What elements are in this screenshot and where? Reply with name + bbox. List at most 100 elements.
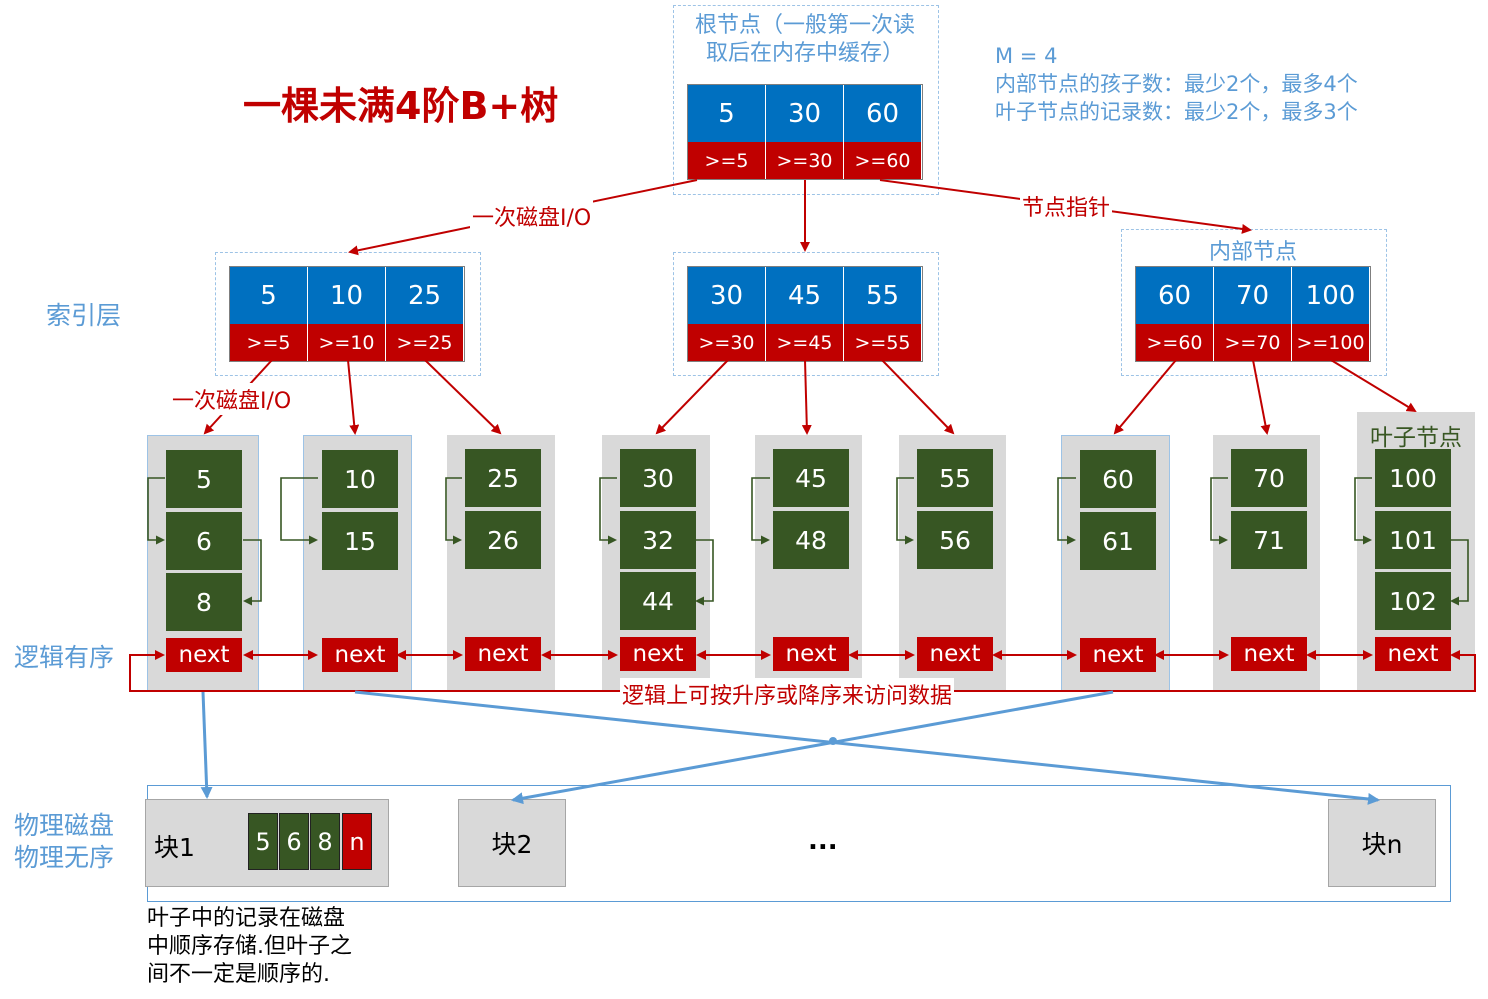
order-value: M = 4 <box>995 44 1058 68</box>
block-label: 块2 <box>491 830 533 859</box>
internal-to-leaf-arrow <box>347 359 360 435</box>
node-pointer-label: 节点指针 <box>1020 190 1113 222</box>
traverse-label: 逻辑上可按升序或降序来访问数据 <box>620 678 955 710</box>
leaf-record: 100 <box>1375 449 1451 507</box>
root-key: 5 <box>688 85 766 142</box>
root-node-caption: 根节点（一般第一次读 取后在内存中缓存） <box>673 12 937 68</box>
internal-key: 30 <box>688 267 766 324</box>
leaf-record: 56 <box>917 511 993 569</box>
tree-parameters: M = 4 内部节点的孩子数：最少2个，最多4个 叶子节点的记录数：最少2个，最… <box>995 42 1358 126</box>
leaf-record: 6 <box>166 512 242 570</box>
internal-to-leaf-arrow <box>801 359 812 435</box>
leaf-record: 101 <box>1375 511 1451 569</box>
index-layer-label: 索引层 <box>46 301 122 330</box>
leaf-record: 55 <box>917 449 993 507</box>
block-record: 8 <box>310 813 340 870</box>
leaf-record: 102 <box>1375 572 1451 630</box>
internal-key: 100 <box>1292 267 1369 324</box>
next-pointer: next <box>1080 638 1156 672</box>
block-label: 块1 <box>154 833 195 862</box>
leaf-node: 55 56 next <box>899 435 1006 690</box>
leaf-record: 44 <box>620 572 696 630</box>
leaf-node-caption: 叶子节点 <box>1370 425 1462 451</box>
internal-pointer: >=10 <box>308 324 386 361</box>
physical-disk-text: 物理磁盘 <box>14 811 115 840</box>
leaf-node: 70 71 next <box>1213 435 1320 690</box>
disk-io-label: 一次磁盘I/O <box>470 200 594 232</box>
internal-key: 5 <box>230 267 308 324</box>
internal-to-leaf-arrow <box>881 359 955 435</box>
logical-order-label: 逻辑有序 <box>14 643 115 672</box>
block-record: 5 <box>248 813 278 870</box>
leaf-node: 25 26 next <box>447 435 555 690</box>
internal-pointer: >=30 <box>688 324 766 361</box>
leaf-record: 71 <box>1231 511 1307 569</box>
internal-node: 60 70 100 >=60 >=70 >=100 <box>1135 266 1371 362</box>
next-pointer: next <box>773 637 849 671</box>
leaf-record: 45 <box>773 449 849 507</box>
next-pointer: next <box>465 637 541 671</box>
root-pointer: >=60 <box>844 142 921 179</box>
internal-pointer: >=25 <box>386 324 463 361</box>
internal-pointer: >=60 <box>1136 324 1214 361</box>
root-key: 30 <box>766 85 844 142</box>
internal-pointer: >=45 <box>766 324 844 361</box>
internal-node-caption: 内部节点 <box>1208 240 1297 265</box>
internal-key: 45 <box>766 267 844 324</box>
leaf-node: 30 32 44 next <box>602 435 710 690</box>
root-pointer: >=30 <box>766 142 844 179</box>
root-caption-line2: 取后在内存中缓存） <box>705 41 904 66</box>
internal-to-leaf-arrow <box>424 359 502 435</box>
leaf-record: 30 <box>620 449 696 507</box>
leaf-node: 5 6 8 next <box>147 435 259 692</box>
block-label: 块n <box>1361 830 1403 859</box>
internal-children-rule: 内部节点的孩子数：最少2个，最多4个 <box>995 72 1358 96</box>
next-pointer: next <box>620 637 696 671</box>
leaf-record: 15 <box>322 512 398 570</box>
leaf-node: 叶子节点 100 101 102 next <box>1357 412 1475 690</box>
internal-node: 5 10 25 >=5 >=10 >=25 <box>229 266 465 362</box>
footnote-line: 中顺序存储.但叶子之 <box>147 934 352 959</box>
ellipsis: ... <box>808 826 838 856</box>
footnote: 叶子中的记录在磁盘 中顺序存储.但叶子之 间不一定是顺序的. <box>147 905 352 989</box>
footnote-line: 叶子中的记录在磁盘 <box>147 906 346 931</box>
root-pointer: >=5 <box>688 142 766 179</box>
root-node: 5 30 60 >=5 >=30 >=60 <box>687 84 923 180</box>
next-pointer: next <box>166 638 242 672</box>
disk-io-label: 一次磁盘I/O <box>170 383 294 415</box>
leaf-node: 10 15 next <box>303 435 412 692</box>
block-record: 6 <box>279 813 309 870</box>
leaf-record: 25 <box>465 449 541 507</box>
leaf-record: 10 <box>322 450 398 508</box>
disk-block: 块2 <box>458 799 566 887</box>
internal-key: 55 <box>844 267 921 324</box>
internal-pointer: >=55 <box>844 324 921 361</box>
next-pointer: next <box>322 638 398 672</box>
internal-to-leaf-arrow <box>1330 359 1417 413</box>
internal-key: 10 <box>308 267 386 324</box>
next-pointer: next <box>1375 637 1451 671</box>
internal-key: 70 <box>1214 267 1292 324</box>
internal-key: 25 <box>386 267 463 324</box>
leaf-node: 45 48 next <box>755 435 862 690</box>
internal-to-leaf-arrow <box>655 359 729 435</box>
footnote-line: 间不一定是顺序的. <box>147 962 330 987</box>
next-pointer: next <box>1231 637 1307 671</box>
physical-disk-label: 物理磁盘 物理无序 <box>14 810 114 874</box>
block-next: n <box>342 813 372 870</box>
internal-pointer: >=5 <box>230 324 308 361</box>
leaf-node: 60 61 next <box>1061 435 1170 692</box>
leaf-record: 26 <box>465 511 541 569</box>
next-pointer: next <box>917 637 993 671</box>
leaf-record: 60 <box>1080 450 1156 508</box>
internal-to-leaf-arrow <box>1113 359 1177 435</box>
leaf-record: 48 <box>773 511 849 569</box>
leaf-record: 61 <box>1080 512 1156 570</box>
leaf-records-rule: 叶子节点的记录数：最少2个，最多3个 <box>995 100 1358 124</box>
physical-unordered-text: 物理无序 <box>14 843 115 872</box>
root-key: 60 <box>844 85 921 142</box>
leaf-record: 8 <box>166 573 242 631</box>
internal-node: 30 45 55 >=30 >=45 >=55 <box>687 266 923 362</box>
leaf-record: 5 <box>166 450 242 508</box>
